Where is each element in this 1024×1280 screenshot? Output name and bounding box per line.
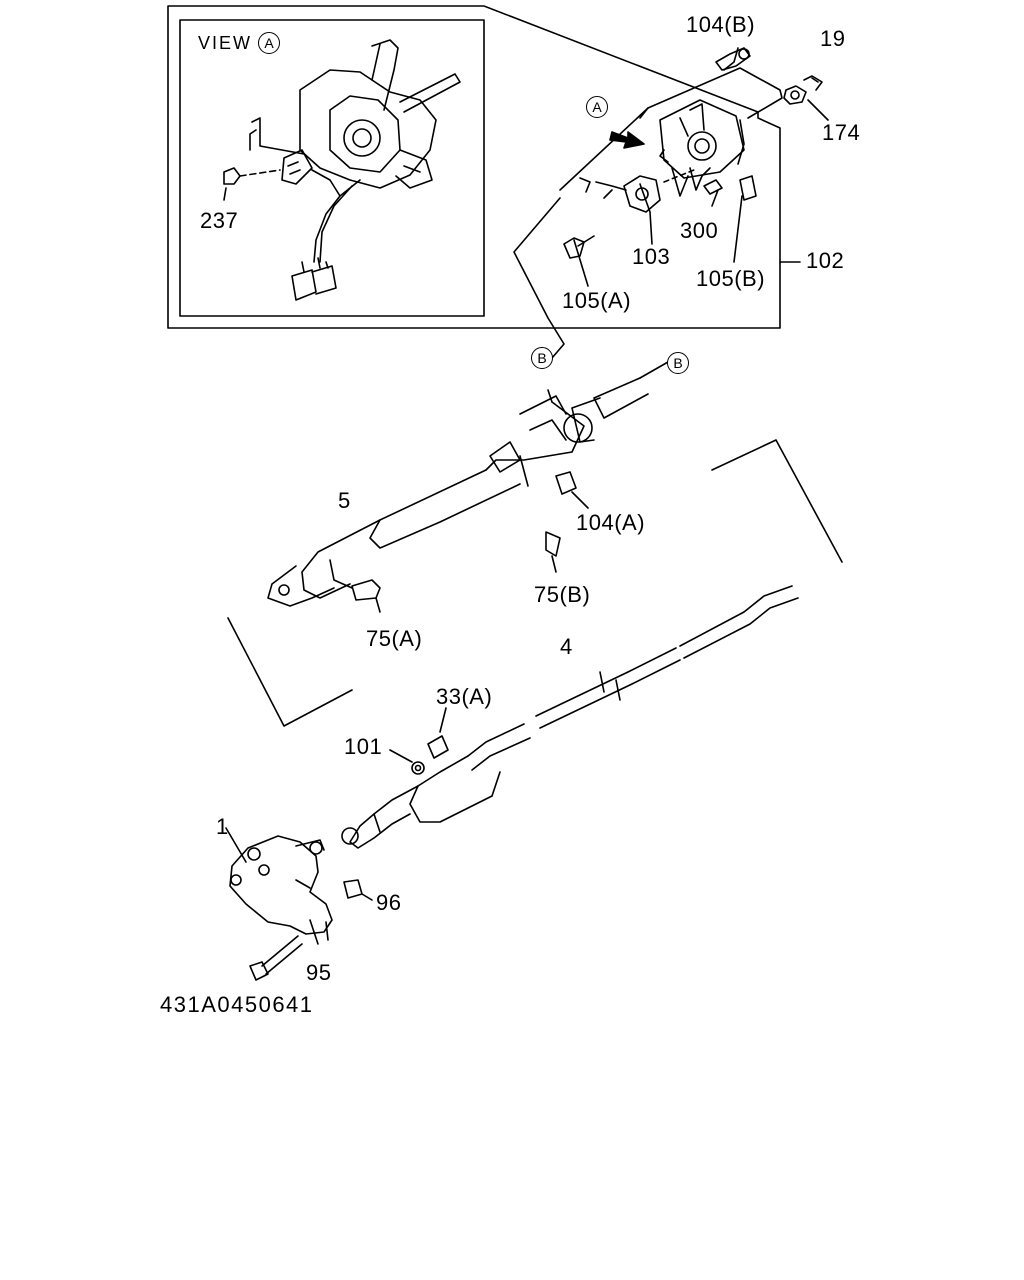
part-label-19: 19 [820, 26, 846, 51]
view-a-sketch [223, 39, 461, 301]
part-label-237: 237 [200, 208, 239, 233]
part-label-1: 1 [216, 814, 229, 839]
part-label-33a: 33(A) [436, 684, 493, 709]
ref-marker-b-upper: B [667, 352, 689, 374]
view-a-marker: A [258, 32, 280, 54]
view-direction-arrow [609, 131, 645, 149]
part-label-105b: 105(B) [696, 266, 766, 291]
part-label-104b: 104(B) [686, 12, 756, 37]
part-label-104a: 104(A) [576, 510, 646, 535]
part-label-174: 174 [822, 120, 861, 145]
view-label: VIEW [198, 33, 253, 53]
view-a-box [179, 19, 485, 317]
part-label-4: 4 [560, 634, 573, 659]
part-label-300: 300 [680, 218, 719, 243]
part-label-103: 103 [632, 244, 671, 269]
part-label-101: 101 [344, 734, 383, 759]
part-label-5: 5 [338, 488, 351, 513]
part-label-95: 95 [306, 960, 332, 985]
part-label-102: 102 [806, 248, 845, 273]
drawing-code: 431A0450641 [160, 992, 314, 1017]
steering-column-upper [267, 361, 669, 607]
ref-marker-b-lower: B [531, 347, 553, 369]
steering-gearbox [225, 827, 373, 981]
detail-frame [167, 5, 781, 329]
ref-marker-a: A [586, 96, 608, 118]
part-label-75b: 75(B) [534, 582, 591, 607]
part-label-105a: 105(A) [562, 288, 632, 313]
part-label-75a: 75(A) [366, 626, 423, 651]
part-label-96: 96 [376, 890, 402, 915]
combination-switch-sketch [559, 47, 823, 259]
intermediate-shaft [341, 585, 799, 849]
